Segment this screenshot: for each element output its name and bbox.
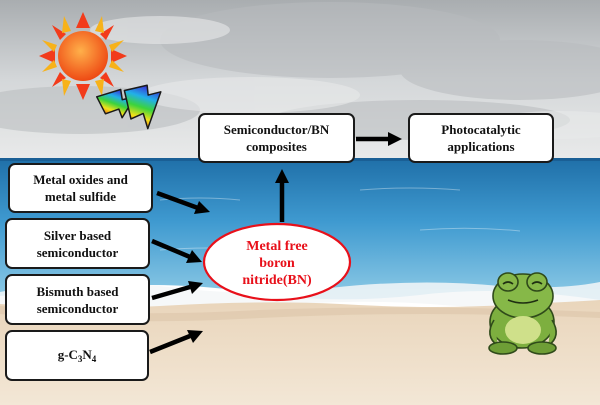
bn-line-2: boron bbox=[259, 255, 295, 271]
bismuth-based-box: Bismuth based semiconductor bbox=[5, 274, 150, 325]
applications-line-1: Photocatalytic bbox=[441, 122, 521, 137]
applications-line-2: applications bbox=[447, 139, 515, 154]
composites-box: Semiconductor/BN composites bbox=[198, 113, 355, 163]
applications-box: Photocatalytic applications bbox=[408, 113, 554, 163]
bismuth-based-line-2: semiconductor bbox=[36, 300, 119, 316]
arrows bbox=[149, 132, 402, 355]
bn-line-1: Metal free bbox=[246, 238, 308, 254]
gc3n4-formula: g-C3N4 bbox=[57, 347, 97, 364]
lightning-bolt-icon bbox=[95, 84, 162, 130]
gc3n4-box: g-C3N4 bbox=[5, 330, 149, 381]
silver-based-box: Silver based semiconductor bbox=[5, 218, 150, 269]
metal-free-bn-node: Metal free boron nitride(BN) bbox=[205, 228, 349, 298]
composites-line-1: Semiconductor/BN bbox=[223, 122, 330, 137]
metal-oxides-box: Metal oxides and metal sulfide bbox=[8, 163, 153, 213]
composites-line-2: composites bbox=[246, 139, 307, 154]
bn-line-3: nitride(BN) bbox=[242, 272, 312, 288]
frog-icon bbox=[488, 272, 557, 355]
bismuth-based-line-1: Bismuth based bbox=[36, 283, 119, 299]
silver-based-line-1: Silver based bbox=[43, 227, 112, 243]
bn-ellipse-outline bbox=[202, 222, 352, 302]
metal-oxides-line-2: metal sulfide bbox=[44, 189, 117, 204]
sun-icon bbox=[39, 12, 127, 100]
silver-based-line-2: semiconductor bbox=[36, 244, 119, 260]
metal-oxides-line-1: Metal oxides and bbox=[33, 172, 128, 187]
